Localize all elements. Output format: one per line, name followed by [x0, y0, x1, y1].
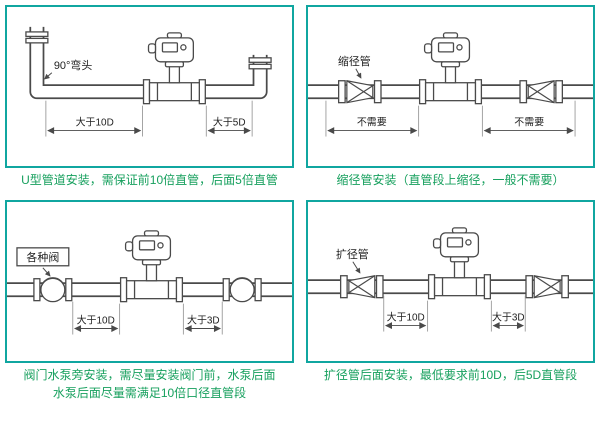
expander-label: 扩径管 [336, 247, 369, 261]
flowmeter-icon [119, 230, 184, 303]
dim-left-label: 大于10D [77, 313, 115, 326]
elbow-label: 90°弯头 [54, 58, 93, 72]
flange-icon [525, 274, 534, 299]
caption-expander: 扩径管后面安装，最低要求前10D，后5D直管段 [323, 368, 578, 383]
panel-u-type: 90°弯头 大于10D 大于5D [5, 5, 294, 190]
dimension-right: 大于5D [205, 100, 253, 137]
reducer-leader-line [355, 68, 362, 79]
diagram-reducer-pipe: 缩径管 不需要 不需要 [308, 32, 593, 137]
dim-left-label: 不需要 [357, 117, 387, 129]
flange-icon [373, 80, 382, 104]
flowmeter-icon [142, 32, 206, 105]
dim-left-label: 大于10D [76, 116, 114, 129]
reducer-cone-icon [346, 80, 374, 104]
panel-expander: 扩径管 大于10D 大于3D [306, 199, 595, 402]
dim-left-label: 大于10D [387, 310, 425, 323]
caption-reducer: 缩径管安装（直管段上缩径，一般不需要） [336, 173, 565, 188]
expander-cone-icon [533, 274, 561, 299]
diagram-expander-pipe: 扩径管 大于10D 大于3D [308, 227, 593, 332]
diagram-frame-reducer: 缩径管 不需要 不需要 [306, 5, 595, 169]
valve-label: 各种阀 [26, 250, 59, 264]
dimension-left: 大于10D [45, 100, 143, 137]
reducer-label: 缩径管 [338, 54, 371, 68]
reducer-cone-icon [527, 80, 555, 104]
caption-u-type: U型管道安装，需保证前10倍直管，后面5倍直管 [21, 173, 278, 188]
flange-icon [561, 274, 569, 299]
valve-icon [222, 276, 262, 303]
dim-right-label: 大于3D [187, 313, 220, 326]
dimension-right: 不需要 [481, 100, 576, 137]
dimension-right: 大于3D [490, 295, 526, 332]
dim-right-label: 大于3D [492, 310, 525, 323]
dimension-right: 大于3D [182, 301, 223, 335]
dim-right-label: 不需要 [514, 117, 544, 129]
diagram-frame-expander: 扩径管 大于10D 大于3D [306, 199, 595, 364]
pipe-flanges [25, 31, 272, 70]
valve-icon [33, 276, 73, 303]
dimension-left: 大于10D [72, 301, 121, 335]
diagram-frame-u-type: 90°弯头 大于10D 大于5D [5, 5, 294, 169]
flange-icon [375, 274, 384, 299]
panel-grid: 90°弯头 大于10D 大于5D [5, 5, 595, 402]
dimension-left: 不需要 [325, 100, 420, 137]
panel-valve: 各种阀 大于10D 大于3D [5, 199, 294, 402]
diagram-u-type-pipe: 90°弯头 大于10D 大于5D [25, 23, 272, 137]
dimension-left: 大于10D [383, 295, 429, 332]
elbow-leader-line [44, 72, 53, 80]
expander-leader-line [352, 261, 361, 274]
expander-cone-icon [348, 274, 376, 299]
diagram-frame-valve: 各种阀 大于10D 大于3D [5, 199, 294, 364]
panel-reducer: 缩径管 不需要 不需要 [306, 5, 595, 190]
flange-icon [339, 274, 348, 299]
valve-label-box [16, 247, 70, 267]
diagram-valve-pipe: 各种阀 大于10D 大于3D [7, 230, 292, 335]
flange-icon [337, 80, 346, 104]
flowmeter-icon [418, 32, 483, 105]
dim-right-label: 大于5D [213, 116, 246, 129]
flange-icon [555, 80, 564, 104]
valve-leader-line [42, 267, 51, 277]
flowmeter-icon [427, 227, 492, 300]
flange-icon [519, 80, 528, 104]
caption-valve: 阀门水泵旁安装，需尽量安装阀门前，水泵后面 水泵后面尽量需满足10倍口径直管段 [23, 368, 276, 400]
